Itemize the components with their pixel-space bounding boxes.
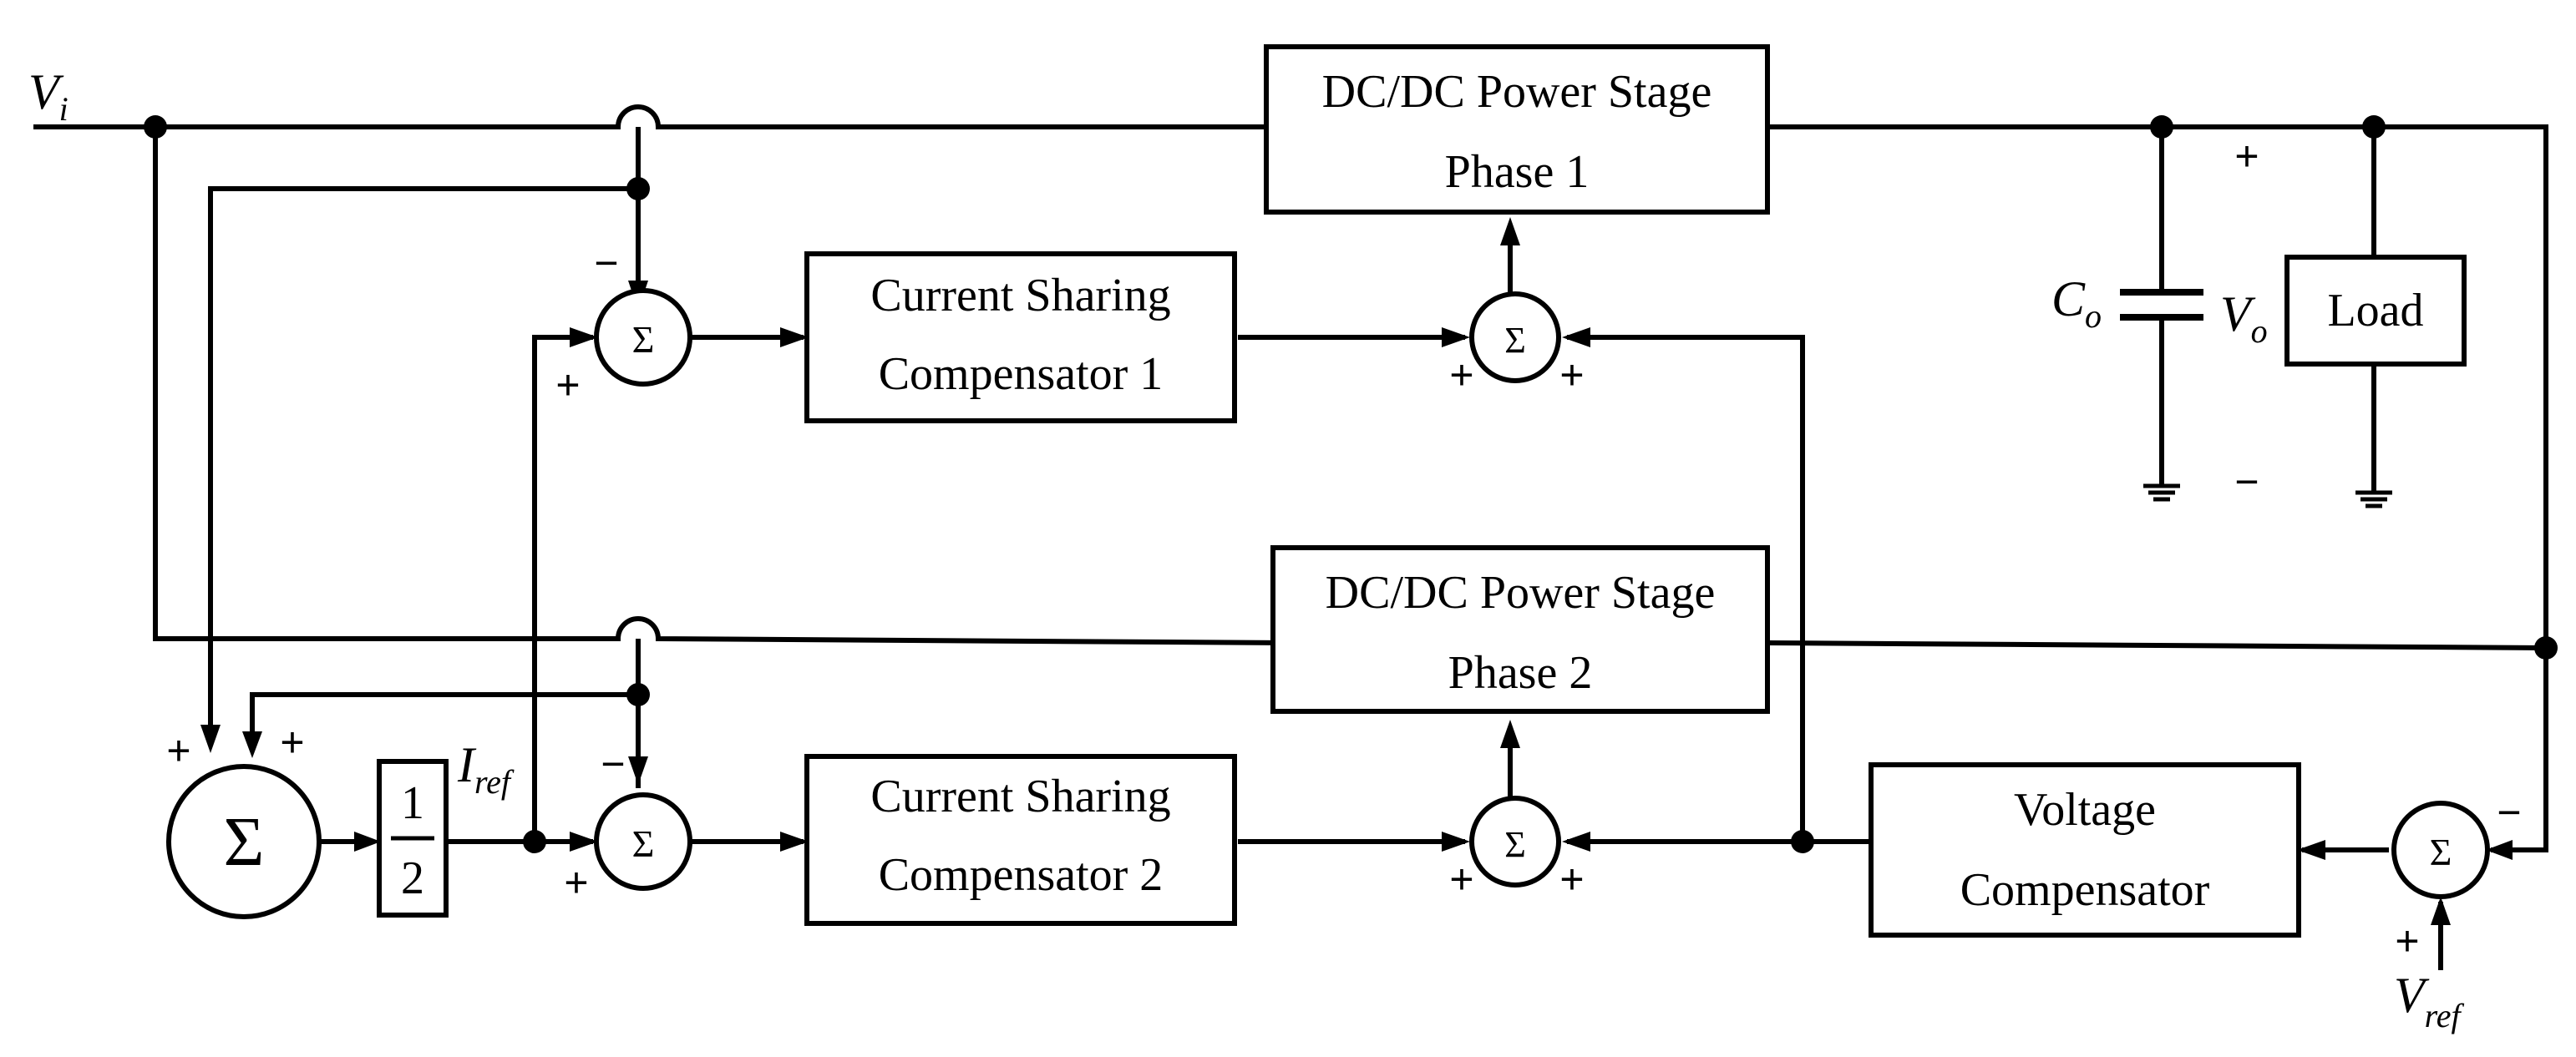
voltage-compensator-line2: Compensator	[1960, 864, 2210, 916]
i2-sense-left	[250, 692, 638, 743]
output-line	[1769, 124, 2548, 643]
ground-load	[2355, 490, 2392, 508]
sum-big: Σ	[166, 764, 322, 919]
vi-line-bottom	[153, 127, 1287, 645]
label-vref: Vref	[2394, 968, 2464, 1034]
arrow-s1-to-cs1	[780, 327, 809, 347]
arrow-vref-to-sumv	[2431, 897, 2451, 925]
junctions	[144, 115, 2558, 853]
current-sharing-1-line1: Current Sharing	[870, 270, 1170, 321]
junction-i2	[626, 683, 650, 706]
current-sharing-2-line2: Compensator 2	[879, 849, 1164, 901]
half-gain-block: 1 2	[377, 759, 449, 918]
sign-sum2-minus: −	[601, 741, 625, 787]
power-stage-2-line2: Phase 2	[1448, 647, 1593, 699]
junction-i1	[626, 177, 650, 200]
current-sharing-1: Current Sharing Compensator 1	[804, 251, 1237, 423]
arrow-sum-to-half	[354, 832, 381, 852]
sign-sum1-plus: +	[555, 362, 580, 408]
junction-iref	[523, 830, 546, 853]
voltage-compensator: Voltage Compensator	[1869, 762, 2301, 938]
sum-voltage-sigma: Σ	[2430, 831, 2452, 873]
sum-big-sigma: Σ	[224, 803, 265, 881]
power-stage-2-line1: DC/DC Power Stage	[1326, 567, 1716, 619]
i1-sense-left	[208, 186, 638, 741]
arrow-iref-to-sum2	[570, 832, 598, 852]
signs: − + − + + + + + + + − + + −	[166, 133, 2521, 964]
half-denominator: 2	[401, 852, 424, 904]
current-sharing-2-line1: Current Sharing	[870, 771, 1170, 822]
vc-up-line	[1567, 335, 1805, 842]
arrow-vo-to-sumv	[2486, 840, 2513, 860]
sign-duty2-plus-right: +	[1559, 856, 1584, 903]
iref-up	[532, 335, 593, 842]
arrow-iref-to-sum1	[570, 327, 598, 347]
sum-current-1: Σ	[594, 288, 692, 387]
sign-sum2-plus: +	[564, 859, 588, 906]
junction-cap	[2150, 115, 2173, 139]
sign-voltage-minus: −	[2497, 789, 2521, 836]
junction-vc	[1791, 830, 1814, 853]
load-block: Load	[2284, 255, 2467, 367]
half-numerator: 1	[401, 777, 424, 829]
sum-current-2: Σ	[594, 792, 692, 891]
power-stage-1-line2: Phase 1	[1445, 146, 1590, 198]
sign-vo-plus: +	[2234, 133, 2259, 180]
sum-current-2-sigma: Σ	[632, 822, 655, 865]
sign-big-plus-left: +	[166, 727, 190, 774]
arrow-sumtop-to-phase1	[1500, 217, 1520, 245]
sign-vo-minus: −	[2234, 458, 2259, 505]
label-vi: Vi	[28, 64, 68, 128]
label-vo: Vo	[2220, 286, 2268, 350]
arrow-i2-to-bigsum	[242, 731, 262, 758]
capacitor-co	[2120, 289, 2203, 321]
sum-duty-1-sigma: Σ	[1504, 320, 1526, 361]
sum-duty-1: Σ	[1469, 291, 1561, 383]
sign-duty1-plus-left: +	[1449, 351, 1473, 398]
arrow-i2-to-sum2	[628, 756, 648, 785]
power-stage-1-line1: DC/DC Power Stage	[1322, 66, 1712, 118]
voltage-compensator-line1: Voltage	[2014, 784, 2156, 836]
signal-labels: Vi Co Vo Iref Vref	[28, 64, 2464, 1034]
sign-duty2-plus-left: +	[1449, 856, 1473, 903]
power-stage-2: DC/DC Power Stage Phase 2	[1270, 545, 1770, 714]
junction-load	[2362, 115, 2386, 139]
sign-big-plus-right: +	[280, 719, 304, 766]
sum-duty-2-sigma: Σ	[1504, 824, 1526, 865]
label-iref: Iref	[457, 737, 515, 801]
sign-duty1-plus-right: +	[1559, 351, 1584, 398]
ground-cap	[2143, 483, 2180, 502]
sum-current-1-sigma: Σ	[632, 318, 655, 361]
arrow-sumbot-to-phase2	[1500, 720, 1520, 748]
arrow-vc-to-sumbot	[1562, 832, 1590, 852]
arrow-cs2-to-sumbot	[1442, 832, 1470, 852]
label-co: Co	[2051, 271, 2102, 335]
power-stage-1: DC/DC Power Stage Phase 1	[1264, 44, 1770, 215]
sign-voltage-plus: +	[2395, 918, 2419, 964]
sum-voltage: Σ	[2391, 801, 2490, 899]
vi-line-top	[33, 104, 1286, 129]
arrow-vc-to-sumtop	[1562, 327, 1590, 347]
junction-vo	[2534, 636, 2558, 660]
arrow-s2-to-cs2	[780, 832, 809, 852]
wires	[33, 104, 2548, 970]
junction-vi	[144, 115, 167, 139]
load-label: Load	[2327, 285, 2423, 336]
phase2-output-line	[1768, 640, 2547, 650]
sum-duty-2: Σ	[1469, 796, 1561, 888]
sign-sum1-minus: −	[594, 240, 618, 286]
arrow-sumv-to-vc	[2297, 840, 2325, 860]
arrow-i1-to-bigsum	[200, 725, 221, 753]
arrow-cs1-to-sumtop	[1442, 327, 1470, 347]
current-sharing-2: Current Sharing Compensator 2	[804, 754, 1237, 926]
current-sharing-1-line2: Compensator 1	[879, 348, 1164, 400]
